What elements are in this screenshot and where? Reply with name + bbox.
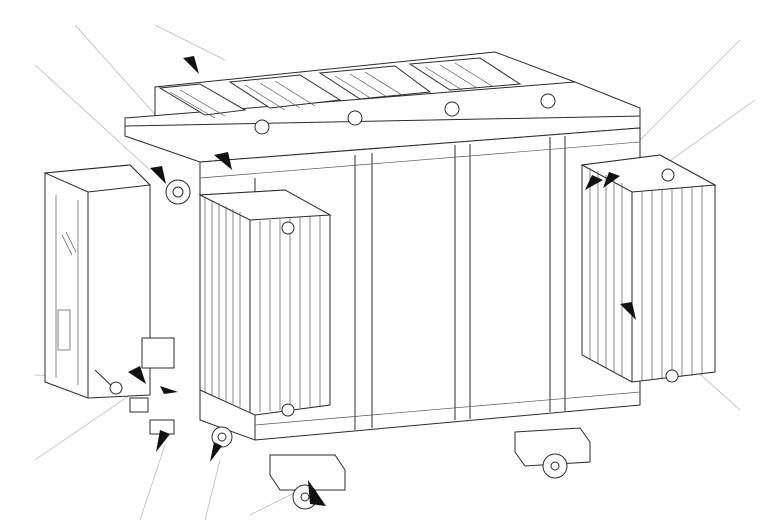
arrow-wheel [308, 480, 326, 506]
arrow-relay [160, 386, 178, 394]
fittings [94, 179, 233, 448]
arrow-top [183, 56, 199, 74]
right-radiator [580, 154, 717, 383]
callout-arrows [128, 56, 636, 506]
top-cover [124, 51, 641, 163]
arrow-right-radiator [620, 302, 636, 320]
arrow-upper-left [150, 166, 166, 184]
arrow-cabinet-handle [128, 366, 146, 384]
arrow-right-upper-2 [603, 172, 620, 188]
control-cabinet [43, 164, 152, 399]
arrow-right-upper-1 [585, 175, 603, 190]
arrow-drain-valve [156, 430, 170, 452]
front-radiator [198, 189, 332, 417]
arrow-cover-bracket [214, 152, 232, 170]
arrow-plate [210, 442, 222, 462]
top-fin-stacks [158, 57, 522, 119]
